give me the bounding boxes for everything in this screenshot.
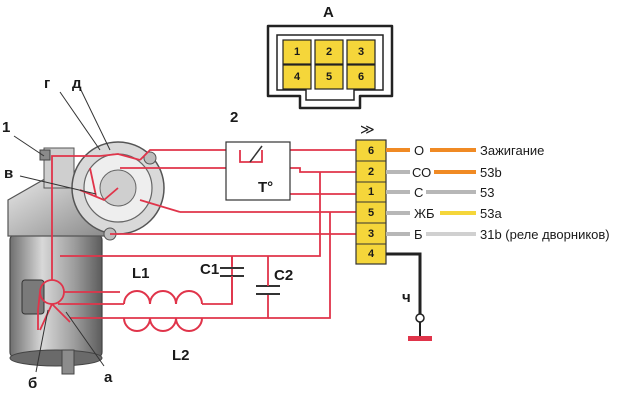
- signal-row-4: 53а: [480, 206, 502, 221]
- side-pin-6: 6: [367, 145, 375, 157]
- side-pin-5: 5: [367, 207, 375, 219]
- inductor-l1: [123, 290, 203, 332]
- connector-a-pin-6: 6: [357, 71, 365, 83]
- motor-label-1: 1: [2, 119, 11, 136]
- wire-code-row-2: СО: [412, 165, 432, 180]
- red-wiring: [37, 142, 356, 331]
- wire-code-row-5: Б: [414, 227, 423, 242]
- connector-a-cell-3: [346, 39, 376, 65]
- capacitor-label-c1: C1: [200, 261, 220, 278]
- connector-a-cell-2: [314, 39, 344, 65]
- side-pin-2: 2: [367, 166, 375, 178]
- signal-row-5: 31b (реле дворников): [480, 227, 610, 242]
- motor-label-g: г: [44, 75, 51, 92]
- side-pin-4: 4: [367, 248, 375, 260]
- motor-body: [7, 147, 109, 375]
- connector-a-pin-1: 1: [293, 46, 301, 58]
- ground-label: ч: [402, 289, 411, 306]
- connector-a-pin-2: 2: [325, 46, 333, 58]
- inductor-label-l2: L2: [172, 347, 190, 364]
- signal-row-2: 53b: [480, 165, 502, 180]
- connector-a-title: А: [323, 4, 334, 21]
- connector-a-pin-5: 5: [325, 71, 333, 83]
- signal-row-3: 53: [480, 185, 495, 200]
- thermal-switch: [225, 141, 291, 201]
- connector-a-pin-3: 3: [357, 46, 365, 58]
- motor-label-a: а: [104, 369, 113, 386]
- switch-number: 2: [230, 109, 239, 126]
- connector-a-cell-5: [314, 64, 344, 90]
- side-connector: [355, 139, 387, 265]
- connector-a-cell-4: [282, 64, 312, 90]
- wire-code-row-3: С: [414, 185, 424, 200]
- motor-label-b: б: [28, 375, 38, 392]
- side-pin-1: 1: [367, 186, 375, 198]
- wire-code-row-4: ЖБ: [414, 206, 435, 221]
- motor-label-v: в: [4, 165, 14, 182]
- connector-a-cell-6: [346, 64, 376, 90]
- motor-label-d: д: [72, 75, 82, 92]
- connector-a-housing: [266, 24, 394, 110]
- leader-lines: [13, 87, 111, 373]
- connector-a-pin-4: 4: [293, 71, 301, 83]
- switch-symbol: T°: [258, 179, 274, 196]
- capacitor-c1: [220, 267, 244, 304]
- side-pin-3: 3: [367, 228, 375, 240]
- capacitor-label-c2: C2: [274, 267, 294, 284]
- wire-code-row-1: О: [414, 143, 425, 158]
- connector-side-symbol: ≫: [360, 121, 375, 137]
- output-wires: [386, 148, 476, 318]
- capacitor-c2: [256, 266, 280, 295]
- connector-a-cell-1: [282, 39, 312, 65]
- signal-row-1: Зажигание: [480, 143, 545, 158]
- ground-symbol: [408, 313, 432, 341]
- inductor-label-l1: L1: [132, 265, 150, 282]
